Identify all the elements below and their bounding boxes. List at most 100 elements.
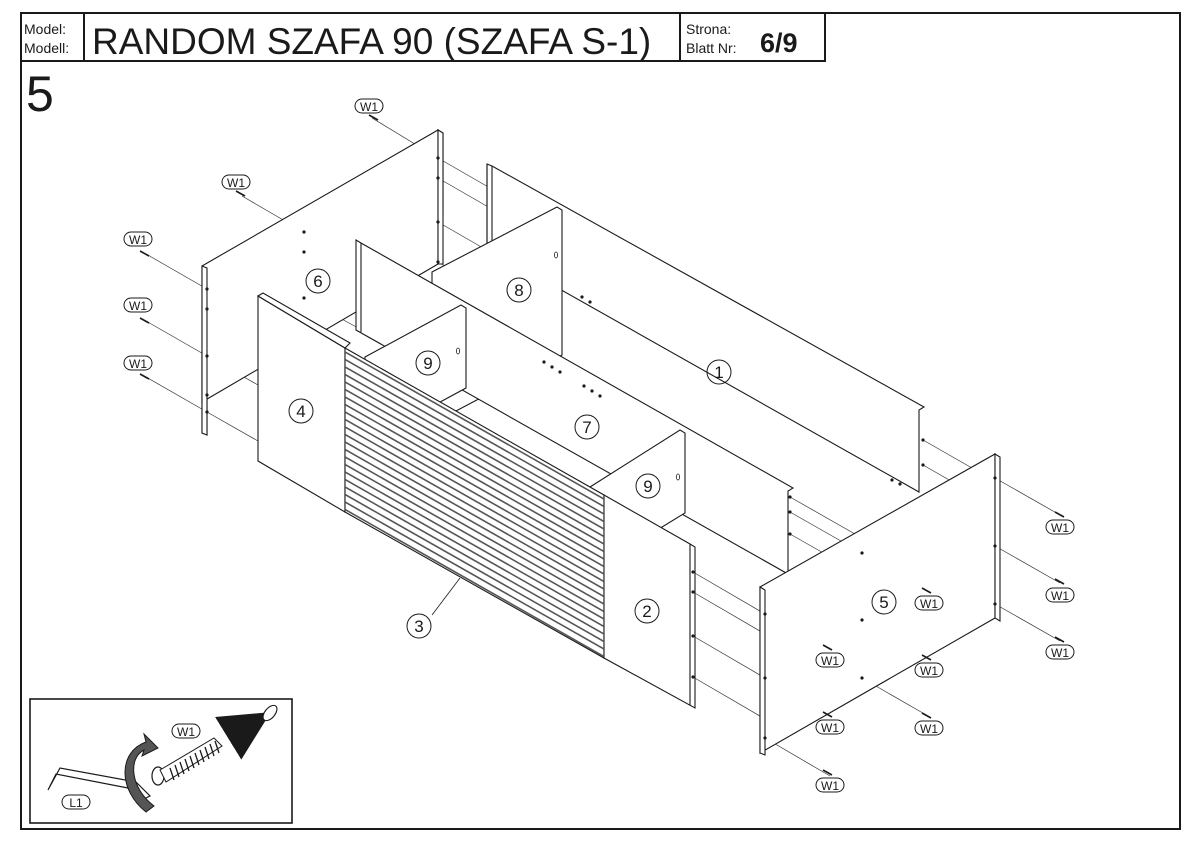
dowel-hole (436, 176, 440, 180)
dowel-hole (763, 612, 767, 616)
dowel-hole (921, 463, 925, 467)
w1-labels (123, 98, 1075, 793)
slat-line (345, 366, 604, 515)
dowel-hole (598, 394, 602, 398)
dowel-hole (590, 389, 594, 393)
screw-icon (921, 587, 932, 594)
dowel-hole (205, 410, 209, 414)
page-number: 6/9 (760, 28, 798, 58)
slat-line (345, 351, 604, 500)
dowel-hole (691, 634, 695, 638)
w1-label: W1 (1051, 521, 1069, 535)
slat-line (345, 426, 604, 575)
slat-line (345, 493, 604, 643)
screw-icon (822, 769, 833, 776)
part-5-label: 5 (879, 593, 888, 612)
hole-icon (262, 704, 278, 722)
dowel-hole (691, 675, 695, 679)
slat-line (345, 433, 604, 583)
dowel-hole (788, 495, 792, 499)
cam-hole (554, 251, 559, 259)
w1-label: W1 (821, 721, 839, 735)
w1-label: W1 (920, 664, 938, 678)
dowel-hole (205, 393, 209, 397)
w1-label: W1 (129, 299, 147, 313)
dowel-hole (993, 476, 997, 480)
part-6-label: 6 (313, 272, 322, 291)
dowel-hole (302, 230, 306, 234)
model-label-de: Modell: (24, 40, 69, 56)
slat-line (345, 396, 604, 545)
screw-thread (179, 761, 185, 775)
w1-label: W1 (1051, 646, 1069, 660)
dowel-hole (993, 544, 997, 548)
slat-line (345, 441, 604, 590)
page-label-pl: Strona: (686, 21, 731, 37)
slat-line (345, 478, 604, 628)
screw-icon (139, 250, 150, 257)
slat-line (345, 471, 604, 620)
part-callouts (288, 268, 897, 639)
part-9-lower-label: 9 (643, 477, 652, 496)
screw-icon (1054, 578, 1065, 585)
title-block: Model: Modell: RANDOM SZAFA 90 (SZAFA S-… (20, 12, 826, 62)
screw-icon (1054, 511, 1065, 518)
w1-label: W1 (920, 597, 938, 611)
rotate-arrow-icon (124, 732, 159, 813)
screw-icon (921, 712, 932, 719)
part-2-label: 2 (642, 602, 651, 621)
screw-thread (209, 743, 215, 757)
dowel-hole (205, 354, 209, 358)
dowel-hole (582, 384, 586, 388)
w1-label: W1 (920, 722, 938, 736)
cam-hole (455, 347, 460, 355)
cam-hole (676, 473, 681, 481)
dowel-hole (788, 532, 792, 536)
dowel-hole (691, 590, 695, 594)
model-label-pl: Model: (24, 21, 66, 37)
dowel-hole (588, 300, 592, 304)
slat-line (345, 501, 604, 650)
l1-label: L1 (69, 796, 83, 810)
dowel-hole (898, 482, 902, 486)
dowel-hole (205, 307, 209, 311)
w1-label: W1 (821, 779, 839, 793)
dowel-hole (993, 602, 997, 606)
screw-thread (199, 749, 205, 763)
screw-icon (139, 317, 150, 324)
slat-lines (345, 351, 604, 658)
screw-thread (189, 755, 195, 769)
dowel-hole (436, 220, 440, 224)
dowel-hole (788, 510, 792, 514)
screw-icon (1054, 636, 1065, 643)
w1-label: W1 (177, 725, 195, 739)
w1-label: W1 (227, 176, 245, 190)
dowel-hole (860, 676, 864, 680)
dowel-hole (763, 676, 767, 680)
panel-3-leader (431, 577, 461, 616)
dowel-hole (691, 570, 695, 574)
step-number: 5 (26, 66, 54, 122)
screw-thread (204, 746, 210, 760)
dowel-hole (860, 551, 864, 555)
screw-thread (174, 764, 180, 778)
dowel-hole (763, 736, 767, 740)
dowel-hole (558, 370, 562, 374)
slat-line (345, 508, 604, 658)
w1-label: W1 (129, 357, 147, 371)
dowel-hole (302, 250, 306, 254)
slat-line (345, 486, 604, 635)
cabinet-exploded-view (201, 129, 1001, 756)
slat-line (345, 403, 604, 553)
screw-thread (194, 752, 200, 766)
dowel-hole (550, 365, 554, 369)
slat-line (345, 373, 604, 523)
dowel-hole (436, 260, 440, 264)
inset-detail: L1 W1 (29, 698, 293, 824)
page-label-de: Blatt Nr: (686, 40, 737, 56)
slat-line (345, 381, 604, 530)
dowel-hole (921, 438, 925, 442)
screw-thread (184, 758, 190, 772)
part-3-label: 3 (414, 617, 423, 636)
